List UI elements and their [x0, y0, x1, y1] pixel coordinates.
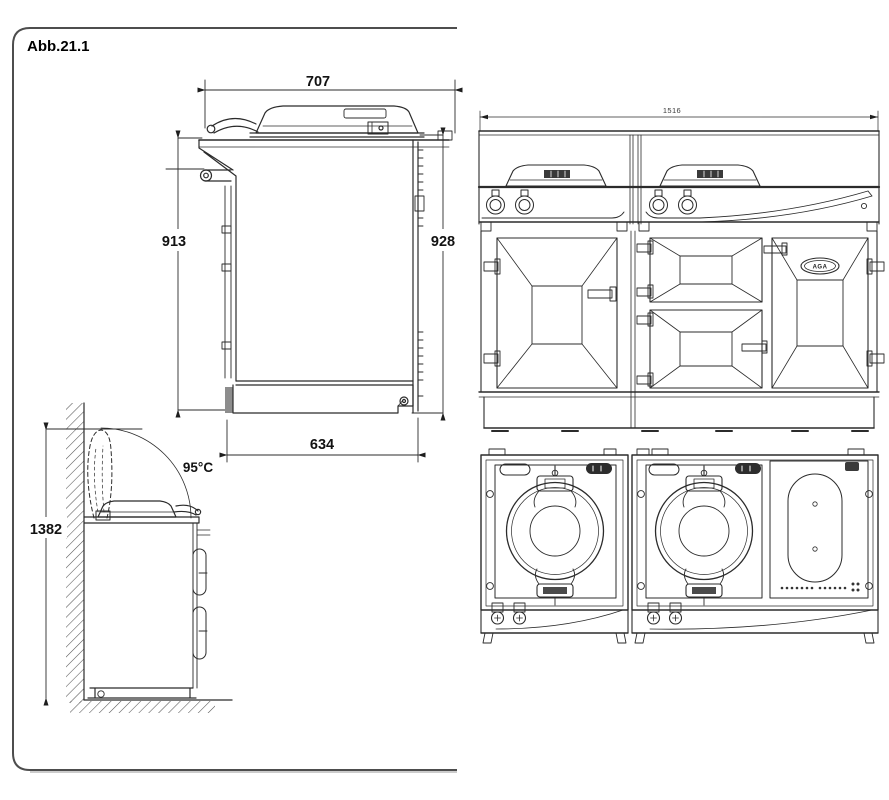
lid-swing-arc [100, 427, 192, 519]
dim-top-width-label: 707 [306, 74, 330, 90]
front-view: 1516 [477, 106, 885, 432]
side-view-cooker [198, 105, 453, 414]
plan-warming-plate [769, 460, 869, 599]
dim-total-width-label: 1516 [663, 106, 681, 115]
plan-right-unit [631, 448, 879, 611]
wall-hatch [66, 403, 84, 703]
dim-1516 [479, 110, 879, 132]
dim-height-left-label: 913 [162, 234, 186, 250]
clearance-cooker [83, 500, 211, 699]
dim-634 [219, 417, 426, 463]
front-lid-right [659, 164, 761, 187]
front-knobs [486, 189, 697, 215]
front-lid-left [505, 164, 607, 187]
aga-badge: AGA [800, 257, 840, 275]
dim-1382 [25, 422, 143, 706]
dim-height-right-label: 928 [431, 234, 455, 250]
lid-angle-label: 95°C [183, 460, 213, 475]
side-view: 707 913 928 634 [153, 74, 465, 463]
front-door-top-middle [636, 237, 788, 303]
plan-front-band-left [480, 602, 629, 644]
front-door-right: AGA [771, 237, 885, 389]
plan-view [480, 448, 879, 644]
front-door-left [483, 237, 618, 389]
open-lid [87, 429, 113, 519]
plan-left-unit [480, 448, 629, 611]
dim-913 [153, 130, 229, 418]
aga-badge-label: AGA [813, 265, 828, 271]
dim-total-height-label: 1382 [30, 522, 62, 538]
plan-front-band-right [631, 602, 879, 644]
dim-depth-bottom-label: 634 [310, 437, 334, 453]
dim-928 [411, 127, 465, 421]
figure-label: Abb.21.1 [27, 38, 90, 55]
floor-hatch [70, 701, 215, 713]
front-door-bottom-middle [636, 309, 768, 389]
clearance-view: 1382 95°C [25, 402, 233, 713]
dim-707 [197, 79, 463, 134]
page-frame [12, 27, 457, 771]
